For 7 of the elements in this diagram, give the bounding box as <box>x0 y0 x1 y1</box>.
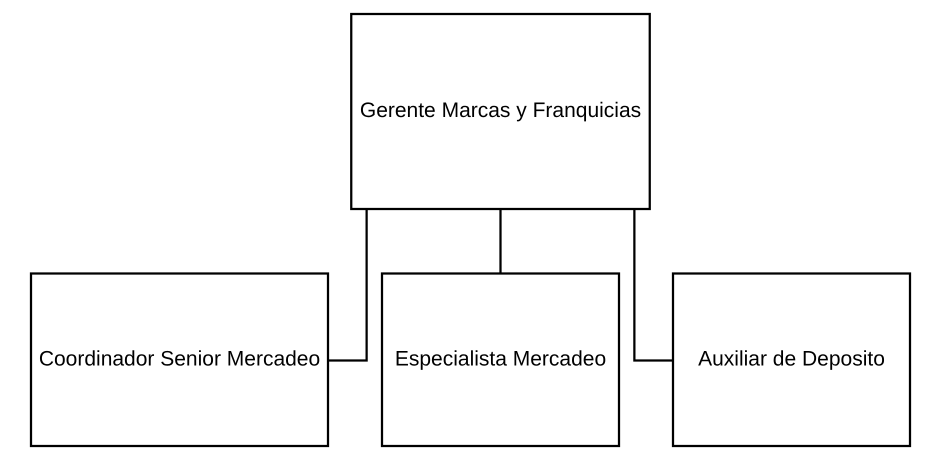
connector <box>499 210 502 274</box>
connector <box>633 209 673 362</box>
node-box: Gerente Marcas y Franquicias <box>350 12 651 210</box>
connector <box>328 209 368 362</box>
node-box: Auxiliar de Deposito <box>672 272 912 448</box>
node-box: Especialista Mercadeo <box>380 272 620 448</box>
node-box: Coordinador Senior Mercadeo <box>30 272 330 448</box>
